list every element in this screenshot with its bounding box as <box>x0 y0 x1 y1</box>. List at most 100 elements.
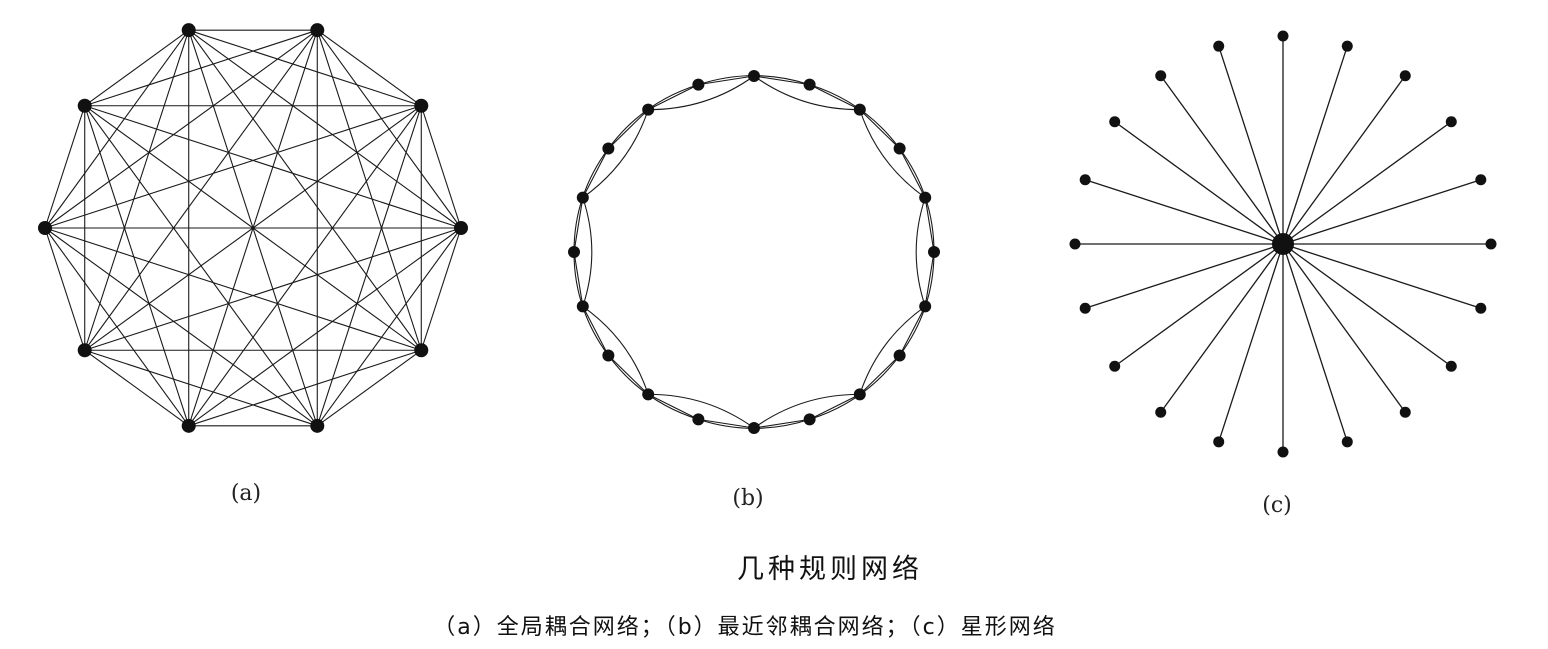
leaf-node <box>1485 238 1497 250</box>
leaf-node <box>1109 360 1121 372</box>
edge <box>44 105 422 229</box>
leaf-node <box>1475 302 1487 314</box>
edge <box>753 393 860 429</box>
leaf-node <box>1445 116 1457 128</box>
edge <box>859 355 901 395</box>
edge <box>607 84 699 149</box>
node <box>919 300 932 313</box>
nearest-neighbor-network <box>568 70 940 434</box>
edge <box>648 75 755 111</box>
edge <box>1282 121 1452 245</box>
leaf-node <box>1213 40 1225 52</box>
edge <box>1084 179 1284 245</box>
edge <box>753 75 810 86</box>
edge <box>1282 243 1452 367</box>
leaf-node <box>1079 302 1091 314</box>
edge <box>84 227 462 351</box>
edge <box>84 30 190 351</box>
edge <box>1282 243 1406 413</box>
edge <box>753 75 860 111</box>
edge <box>1282 243 1482 309</box>
edge <box>899 148 926 198</box>
edge <box>84 105 190 426</box>
edge <box>899 306 926 356</box>
global-coupled-network <box>38 23 468 433</box>
edge <box>582 148 609 198</box>
edge <box>84 29 318 107</box>
node <box>853 388 866 401</box>
hub-node <box>1272 233 1294 255</box>
edge <box>316 105 422 426</box>
edge <box>1114 243 1284 367</box>
edge <box>188 29 462 229</box>
node <box>692 413 705 426</box>
edge <box>582 109 649 199</box>
edge <box>84 105 318 427</box>
node <box>38 221 52 235</box>
edge <box>809 84 861 111</box>
node <box>642 103 655 116</box>
edge <box>1218 45 1284 245</box>
node <box>310 418 325 433</box>
edge <box>698 75 755 86</box>
panel-b-label: (b) <box>732 486 763 511</box>
node <box>602 142 615 155</box>
edge <box>1218 243 1284 443</box>
edge <box>607 109 649 149</box>
edge <box>188 349 422 427</box>
node <box>928 246 940 258</box>
edge <box>1160 75 1284 245</box>
edge <box>582 306 609 356</box>
node <box>853 103 866 116</box>
edge <box>1282 75 1406 245</box>
edge <box>924 197 935 253</box>
node <box>803 78 816 91</box>
node <box>748 70 760 82</box>
node <box>310 23 325 38</box>
edge <box>44 227 86 351</box>
leaf-node <box>1155 70 1167 82</box>
leaf-node <box>1109 116 1121 128</box>
edge <box>1160 243 1284 413</box>
edge <box>809 355 901 420</box>
edge <box>44 227 318 427</box>
edge <box>648 393 755 429</box>
edge <box>1282 179 1482 245</box>
edge <box>316 349 422 427</box>
panel-a-label: (a) <box>231 481 261 506</box>
edge <box>420 227 462 351</box>
node <box>602 349 615 362</box>
edge <box>809 393 861 420</box>
edge <box>44 29 318 229</box>
leaf-node <box>1155 406 1167 418</box>
edge <box>607 355 699 420</box>
edge <box>1114 121 1284 245</box>
edge <box>607 355 649 395</box>
leaf-node <box>1399 406 1411 418</box>
edge <box>44 227 422 351</box>
node <box>576 300 589 313</box>
edge <box>647 393 699 420</box>
edge <box>915 197 926 307</box>
leaf-node <box>1445 360 1457 372</box>
node <box>893 142 906 155</box>
edge <box>84 349 190 427</box>
leaf-node <box>1277 30 1289 42</box>
edge <box>582 197 593 307</box>
edge <box>1084 243 1284 309</box>
node <box>893 349 906 362</box>
edge <box>573 197 584 253</box>
edge <box>420 105 462 229</box>
leaf-node <box>1069 238 1081 250</box>
leaf-node <box>1079 174 1091 186</box>
panel-c-label: (c) <box>1262 493 1292 518</box>
edge <box>647 84 699 111</box>
edge <box>84 105 462 229</box>
edge <box>1282 45 1348 245</box>
node <box>642 388 655 401</box>
node <box>576 191 589 204</box>
edge <box>188 227 462 427</box>
node <box>181 23 196 38</box>
leaf-node <box>1277 446 1289 458</box>
